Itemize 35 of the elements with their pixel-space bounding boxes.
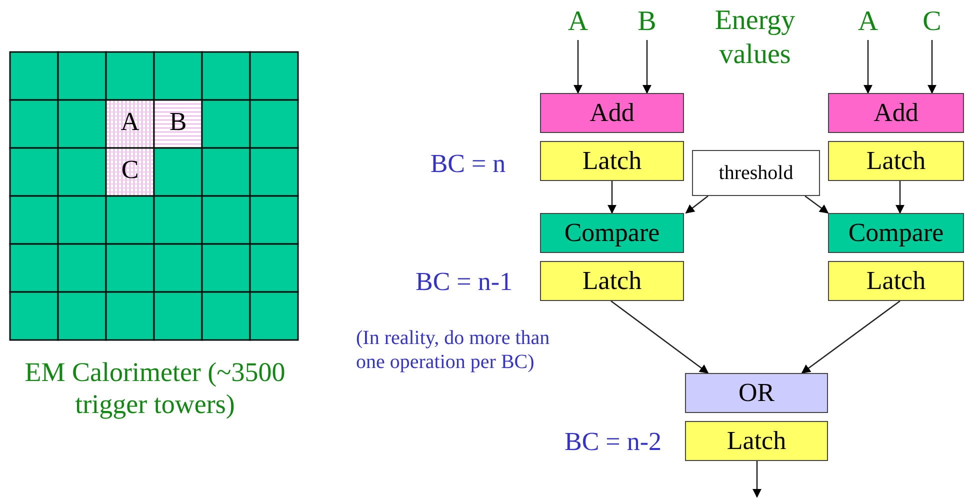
grid-cell-label: A xyxy=(120,106,140,138)
arrow xyxy=(685,195,708,214)
process-box: Add xyxy=(540,93,684,133)
arrow xyxy=(895,181,905,214)
grid-cell-label: B xyxy=(168,106,188,138)
caption: EM Calorimeter (~3500 trigger towers) xyxy=(24,356,286,421)
clock-label: BC = n xyxy=(429,148,507,180)
arrow xyxy=(801,300,900,374)
process-box: Compare xyxy=(828,213,964,253)
input-label: C xyxy=(917,4,947,40)
arrow xyxy=(642,40,652,94)
arrow xyxy=(607,181,617,214)
clock-label: BC = n-1 xyxy=(414,266,514,298)
note: (In reality, do more than one operation per BC) xyxy=(356,326,551,374)
process-box: Add xyxy=(828,93,964,133)
arrow xyxy=(804,195,829,214)
process-box: threshold xyxy=(692,150,820,196)
arrow xyxy=(752,461,762,498)
arrow xyxy=(610,300,709,374)
arrow xyxy=(573,40,583,94)
arrow xyxy=(927,40,937,94)
process-box: Latch xyxy=(828,141,964,181)
heading-label: Energy values xyxy=(714,4,796,72)
input-label: A xyxy=(853,4,883,40)
clock-label: BC = n-2 xyxy=(563,426,662,458)
arrow xyxy=(863,40,873,94)
input-label: A xyxy=(563,4,593,40)
process-box: Latch xyxy=(828,261,964,301)
grid-cell-label: C xyxy=(120,154,140,186)
process-box: OR xyxy=(685,373,828,413)
process-box: Latch xyxy=(685,421,828,461)
process-box: Compare xyxy=(540,213,684,253)
input-label: B xyxy=(632,4,662,40)
process-box: Latch xyxy=(540,141,684,181)
process-box: Latch xyxy=(540,261,684,301)
